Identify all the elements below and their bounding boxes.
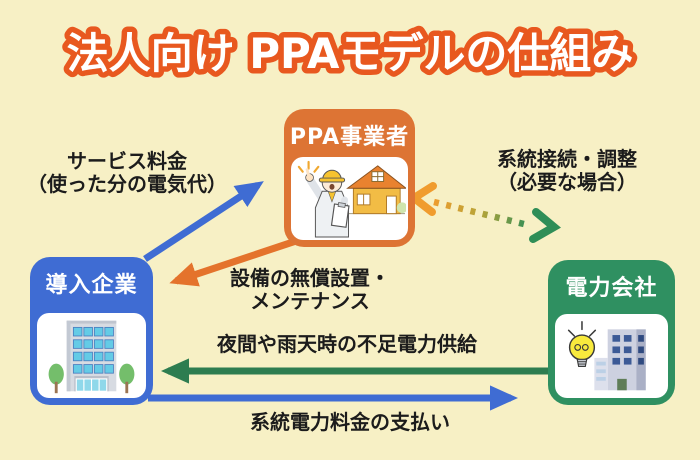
backup-supply-label: 夜間や雨天時の不足電力供給 bbox=[217, 332, 477, 356]
ppa-operator-label: PPA事業者 bbox=[289, 125, 410, 150]
service-fee-label: サービス料金 （使った分の電気代） bbox=[4, 150, 250, 196]
entity-power-company: 電力会社 bbox=[548, 260, 675, 405]
grid-payment-label: 系統電力料金の支払い bbox=[250, 410, 450, 434]
equipment-label: 設備の無償設置・ メンテナンス bbox=[212, 267, 408, 313]
equipment-line2: メンテナンス bbox=[250, 289, 370, 313]
service-fee-line1: サービス料金 bbox=[67, 149, 187, 173]
page-title: 法人向け PPAモデルの仕組み bbox=[67, 29, 634, 78]
power-company-label: 電力会社 bbox=[565, 276, 658, 301]
office-building-icon bbox=[48, 320, 135, 393]
grid-connection-label: 系統接続・調整 （必要な場合） bbox=[460, 148, 674, 194]
introducing-company-label: 導入企業 bbox=[45, 273, 138, 298]
service-fee-line2: （使った分の電気代） bbox=[27, 172, 227, 196]
grid-connection-line2: （必要な場合） bbox=[497, 170, 637, 194]
entity-introducing-company: 導入企業 bbox=[30, 257, 153, 405]
ppa-operator-panel bbox=[291, 157, 408, 240]
chevron-left-icon bbox=[407, 182, 437, 216]
lightbulb-building-icon bbox=[567, 320, 646, 391]
power-company-panel bbox=[555, 314, 668, 398]
service-fee-arrow bbox=[143, 181, 264, 262]
entity-ppa-operator: PPA事業者 bbox=[284, 109, 415, 247]
grid-connection-line1: 系統接続・調整 bbox=[497, 147, 637, 171]
equipment-arrow bbox=[169, 237, 298, 287]
introducing-company-panel bbox=[37, 313, 146, 398]
worker-with-house-icon bbox=[297, 160, 406, 237]
page-title-svg: 法人向け PPAモデルの仕組み bbox=[61, 24, 639, 84]
equipment-line1: 設備の無償設置・ bbox=[230, 266, 390, 290]
chevron-right-icon bbox=[529, 208, 561, 243]
